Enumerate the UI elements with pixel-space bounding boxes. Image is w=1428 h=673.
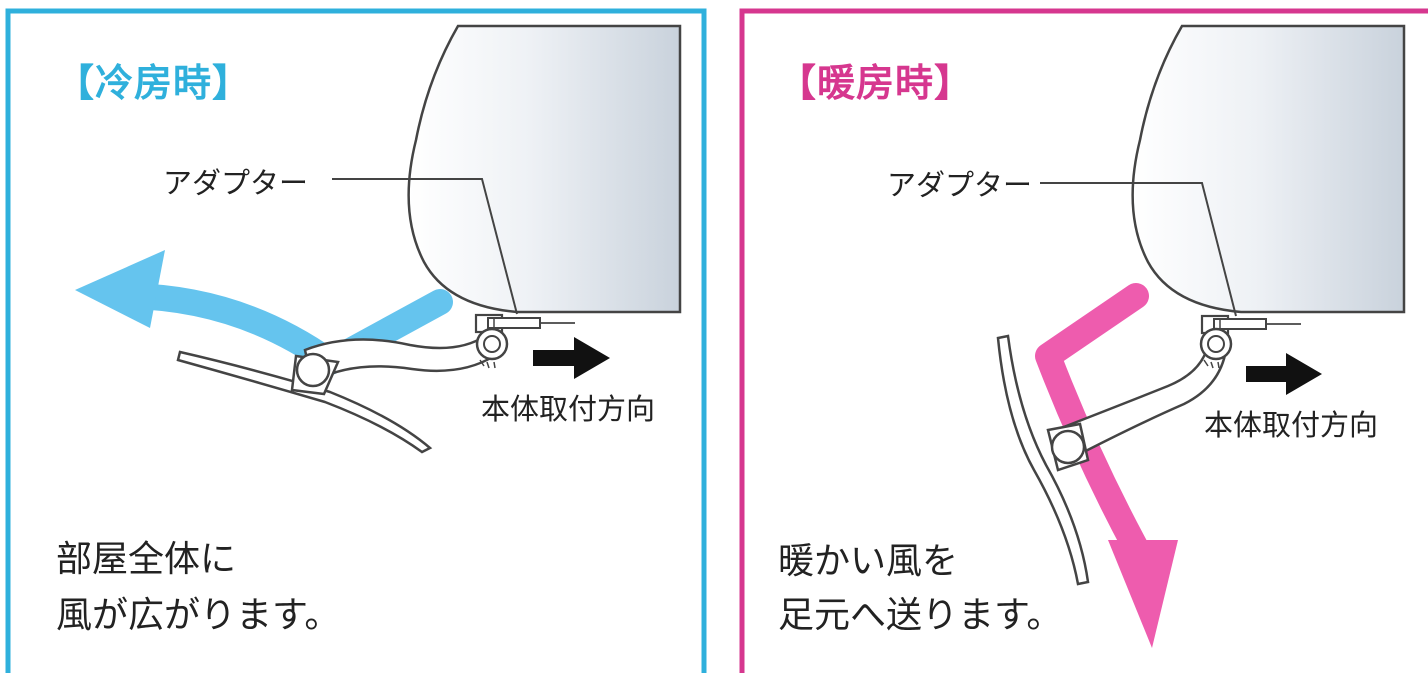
adapter-bracket: [474, 313, 575, 334]
louver-blade: [176, 350, 433, 454]
heating-title: 【暖房時】: [778, 61, 974, 105]
heating-desc-line2: 足元へ送ります。: [778, 595, 1063, 636]
ac-unit-body: [407, 24, 682, 314]
louver-pivot: [295, 352, 331, 388]
cooling-desc-line1: 部屋全体に: [56, 539, 237, 580]
cooling-adapter-label: アダプター: [163, 166, 309, 200]
cooling-desc-line2: 風が広がります。: [56, 595, 341, 636]
heating-frame: [739, 8, 1428, 673]
heating-desc-line1: 暖かい風を: [778, 541, 959, 582]
heating-panel: 【暖房時】 アダプター 本体取付方向 暖かい風を 足元へ送ります。: [736, 0, 1428, 673]
warm-air-arrow: [1035, 283, 1178, 648]
louver-pivot: [1050, 429, 1086, 465]
adapter-leader-line: [1040, 182, 1237, 317]
adapter-leader-line: [332, 178, 518, 315]
cooling-frame: [5, 8, 707, 673]
heating-direction-label: 本体取付方向: [1204, 408, 1379, 442]
heating-adapter-label: アダプター: [887, 168, 1033, 202]
cooling-direction-label: 本体取付方向: [481, 392, 656, 426]
cooling-title: 【冷房時】: [56, 61, 252, 105]
heating-diagram: [739, 8, 1428, 673]
mount-direction-arrow: [1246, 353, 1322, 395]
mount-direction-arrow: [533, 337, 610, 379]
cooling-panel: 【冷房時】 アダプター 本体取付方向 部屋全体に 風が広がります。: [0, 0, 712, 673]
cooling-diagram: [5, 8, 707, 673]
ac-unit-body: [1131, 24, 1406, 314]
louver-blade: [996, 334, 1090, 586]
